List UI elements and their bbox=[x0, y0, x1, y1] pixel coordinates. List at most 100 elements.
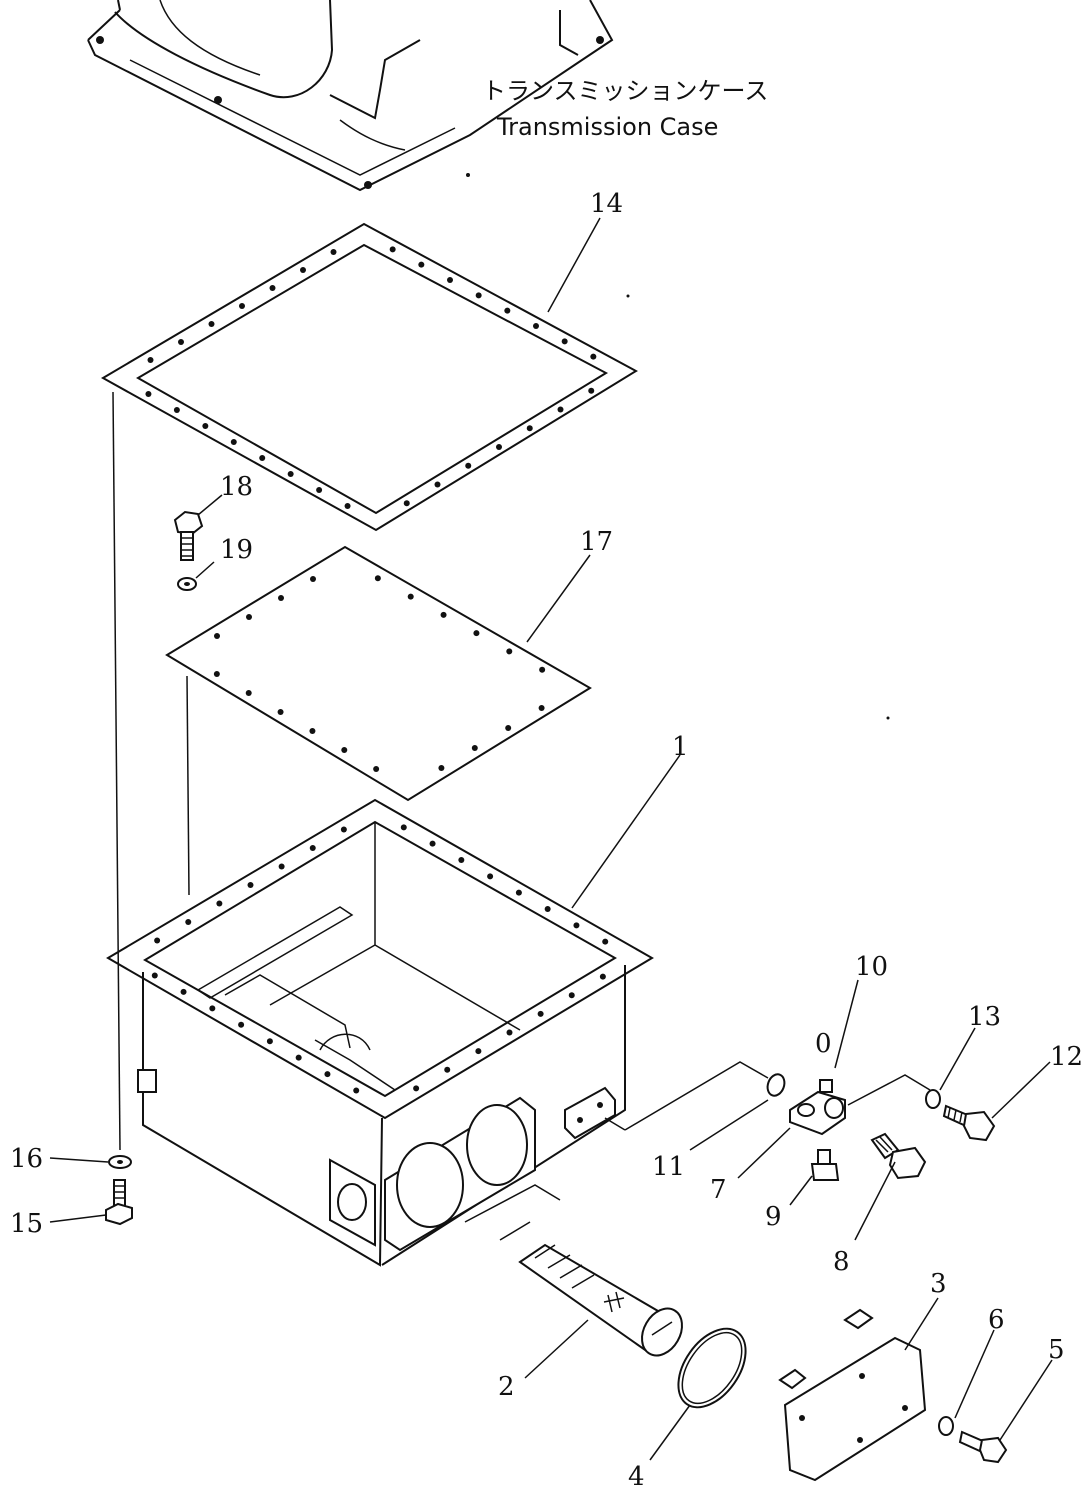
leader-9 bbox=[789, 1175, 813, 1206]
bolt-hole bbox=[266, 1038, 273, 1045]
leader-14 bbox=[547, 217, 601, 313]
bolt-hole bbox=[429, 840, 436, 847]
bolt-hole bbox=[145, 391, 152, 397]
bolt-hole bbox=[247, 882, 254, 888]
bolt-hole bbox=[245, 690, 252, 696]
alignment-line-mid bbox=[186, 675, 190, 896]
callout-9: 9 bbox=[765, 1202, 782, 1232]
washer-19 bbox=[177, 577, 197, 591]
leader-12 bbox=[991, 1061, 1051, 1119]
callout-19: 19 bbox=[220, 535, 253, 565]
leader-17 bbox=[526, 554, 591, 643]
bolt-hole bbox=[496, 444, 502, 450]
bolt-hole bbox=[300, 267, 306, 273]
bolt-hole bbox=[573, 922, 580, 929]
bolt-hole bbox=[277, 709, 284, 715]
bolt-hole bbox=[278, 595, 284, 601]
washer-13 bbox=[925, 1089, 941, 1109]
bolt-hole bbox=[465, 462, 472, 469]
bolt-hole bbox=[458, 857, 465, 863]
leader-1 bbox=[571, 754, 681, 909]
callout-8: 8 bbox=[833, 1247, 850, 1277]
bolt-hole bbox=[506, 648, 513, 655]
stray-dot bbox=[626, 294, 630, 298]
o-ring-11 bbox=[766, 1073, 786, 1097]
bolt-hole bbox=[213, 671, 220, 677]
bolt-hole bbox=[373, 766, 380, 772]
callout-18: 18 bbox=[220, 472, 253, 502]
leader-4 bbox=[649, 1404, 691, 1461]
bolt-hole bbox=[309, 845, 316, 851]
elbow-7 bbox=[789, 1079, 846, 1136]
bolt-hole bbox=[440, 611, 447, 618]
bolt-hole bbox=[539, 666, 546, 673]
washer-16 bbox=[108, 1155, 132, 1169]
bolt-hole bbox=[473, 630, 480, 637]
bolt-hole bbox=[324, 1071, 331, 1078]
bolt-hole bbox=[246, 614, 252, 620]
leader-16 bbox=[49, 1157, 109, 1163]
washer-6 bbox=[938, 1416, 954, 1436]
bolt-hole bbox=[506, 1029, 513, 1036]
assembly-line-11 bbox=[604, 1061, 769, 1131]
bolt-hole bbox=[341, 747, 348, 753]
callout-15: 15 bbox=[10, 1209, 43, 1239]
leader-10 bbox=[834, 979, 859, 1069]
bolt-5 bbox=[958, 1430, 1008, 1464]
bolt-hole bbox=[504, 307, 511, 314]
bolt-hole bbox=[599, 973, 606, 980]
transmission-case-label-en: Transmission Case bbox=[496, 113, 718, 141]
bolt-hole bbox=[154, 937, 161, 944]
plug-8 bbox=[870, 1132, 927, 1180]
bolt-hole bbox=[147, 357, 154, 363]
callout-12: 12 bbox=[1050, 1042, 1083, 1072]
bolt-hole bbox=[557, 406, 564, 413]
leader-2 bbox=[524, 1319, 589, 1379]
bolt-12 bbox=[942, 1104, 996, 1142]
bolt-hole bbox=[310, 576, 316, 582]
bolt-hole bbox=[418, 261, 425, 268]
callout-4: 4 bbox=[628, 1462, 645, 1490]
bolt-hole bbox=[316, 487, 323, 493]
bolt-hole bbox=[178, 339, 184, 345]
bolt-hole bbox=[230, 439, 237, 445]
bolt-hole bbox=[475, 292, 482, 299]
bolt-15 bbox=[105, 1179, 133, 1226]
leader-18 bbox=[197, 494, 223, 516]
bolt-hole bbox=[287, 471, 294, 477]
bolt-hole bbox=[208, 321, 215, 327]
bolt-hole bbox=[537, 1010, 544, 1017]
bolt-hole bbox=[238, 1021, 245, 1028]
bolt-hole bbox=[447, 277, 453, 283]
bolt-hole bbox=[180, 988, 187, 995]
bolt-hole bbox=[374, 575, 381, 582]
callout-11: 11 bbox=[652, 1152, 685, 1182]
leader-8 bbox=[854, 1161, 896, 1241]
bolt-hole bbox=[403, 500, 410, 507]
unlabeled-mark: 0 bbox=[815, 1029, 832, 1059]
bolt-hole bbox=[588, 387, 595, 394]
plug-9 bbox=[810, 1149, 840, 1181]
leader-15 bbox=[49, 1214, 107, 1223]
bolt-hole bbox=[209, 1005, 216, 1012]
case-box-1 bbox=[106, 798, 654, 1267]
bolt-hole bbox=[295, 1054, 302, 1061]
callout-10: 10 bbox=[855, 952, 888, 982]
bolt-hole bbox=[561, 338, 568, 345]
bolt-hole bbox=[173, 407, 180, 413]
bolt-hole bbox=[214, 633, 220, 639]
bolt-hole bbox=[533, 323, 539, 329]
callout-6: 6 bbox=[988, 1305, 1005, 1335]
bolt-hole bbox=[151, 972, 158, 979]
bolt-hole bbox=[269, 285, 276, 291]
callout-13: 13 bbox=[968, 1002, 1001, 1032]
strainer-2 bbox=[464, 1184, 683, 1357]
bolt-hole bbox=[259, 455, 266, 461]
stray-dot bbox=[466, 173, 470, 177]
bolt-hole bbox=[407, 593, 414, 600]
bolt-hole bbox=[444, 1066, 451, 1073]
bolt-hole bbox=[216, 900, 223, 907]
transmission-case-label-jp: トランスミッションケース bbox=[482, 77, 768, 105]
bolt-hole bbox=[505, 725, 512, 731]
